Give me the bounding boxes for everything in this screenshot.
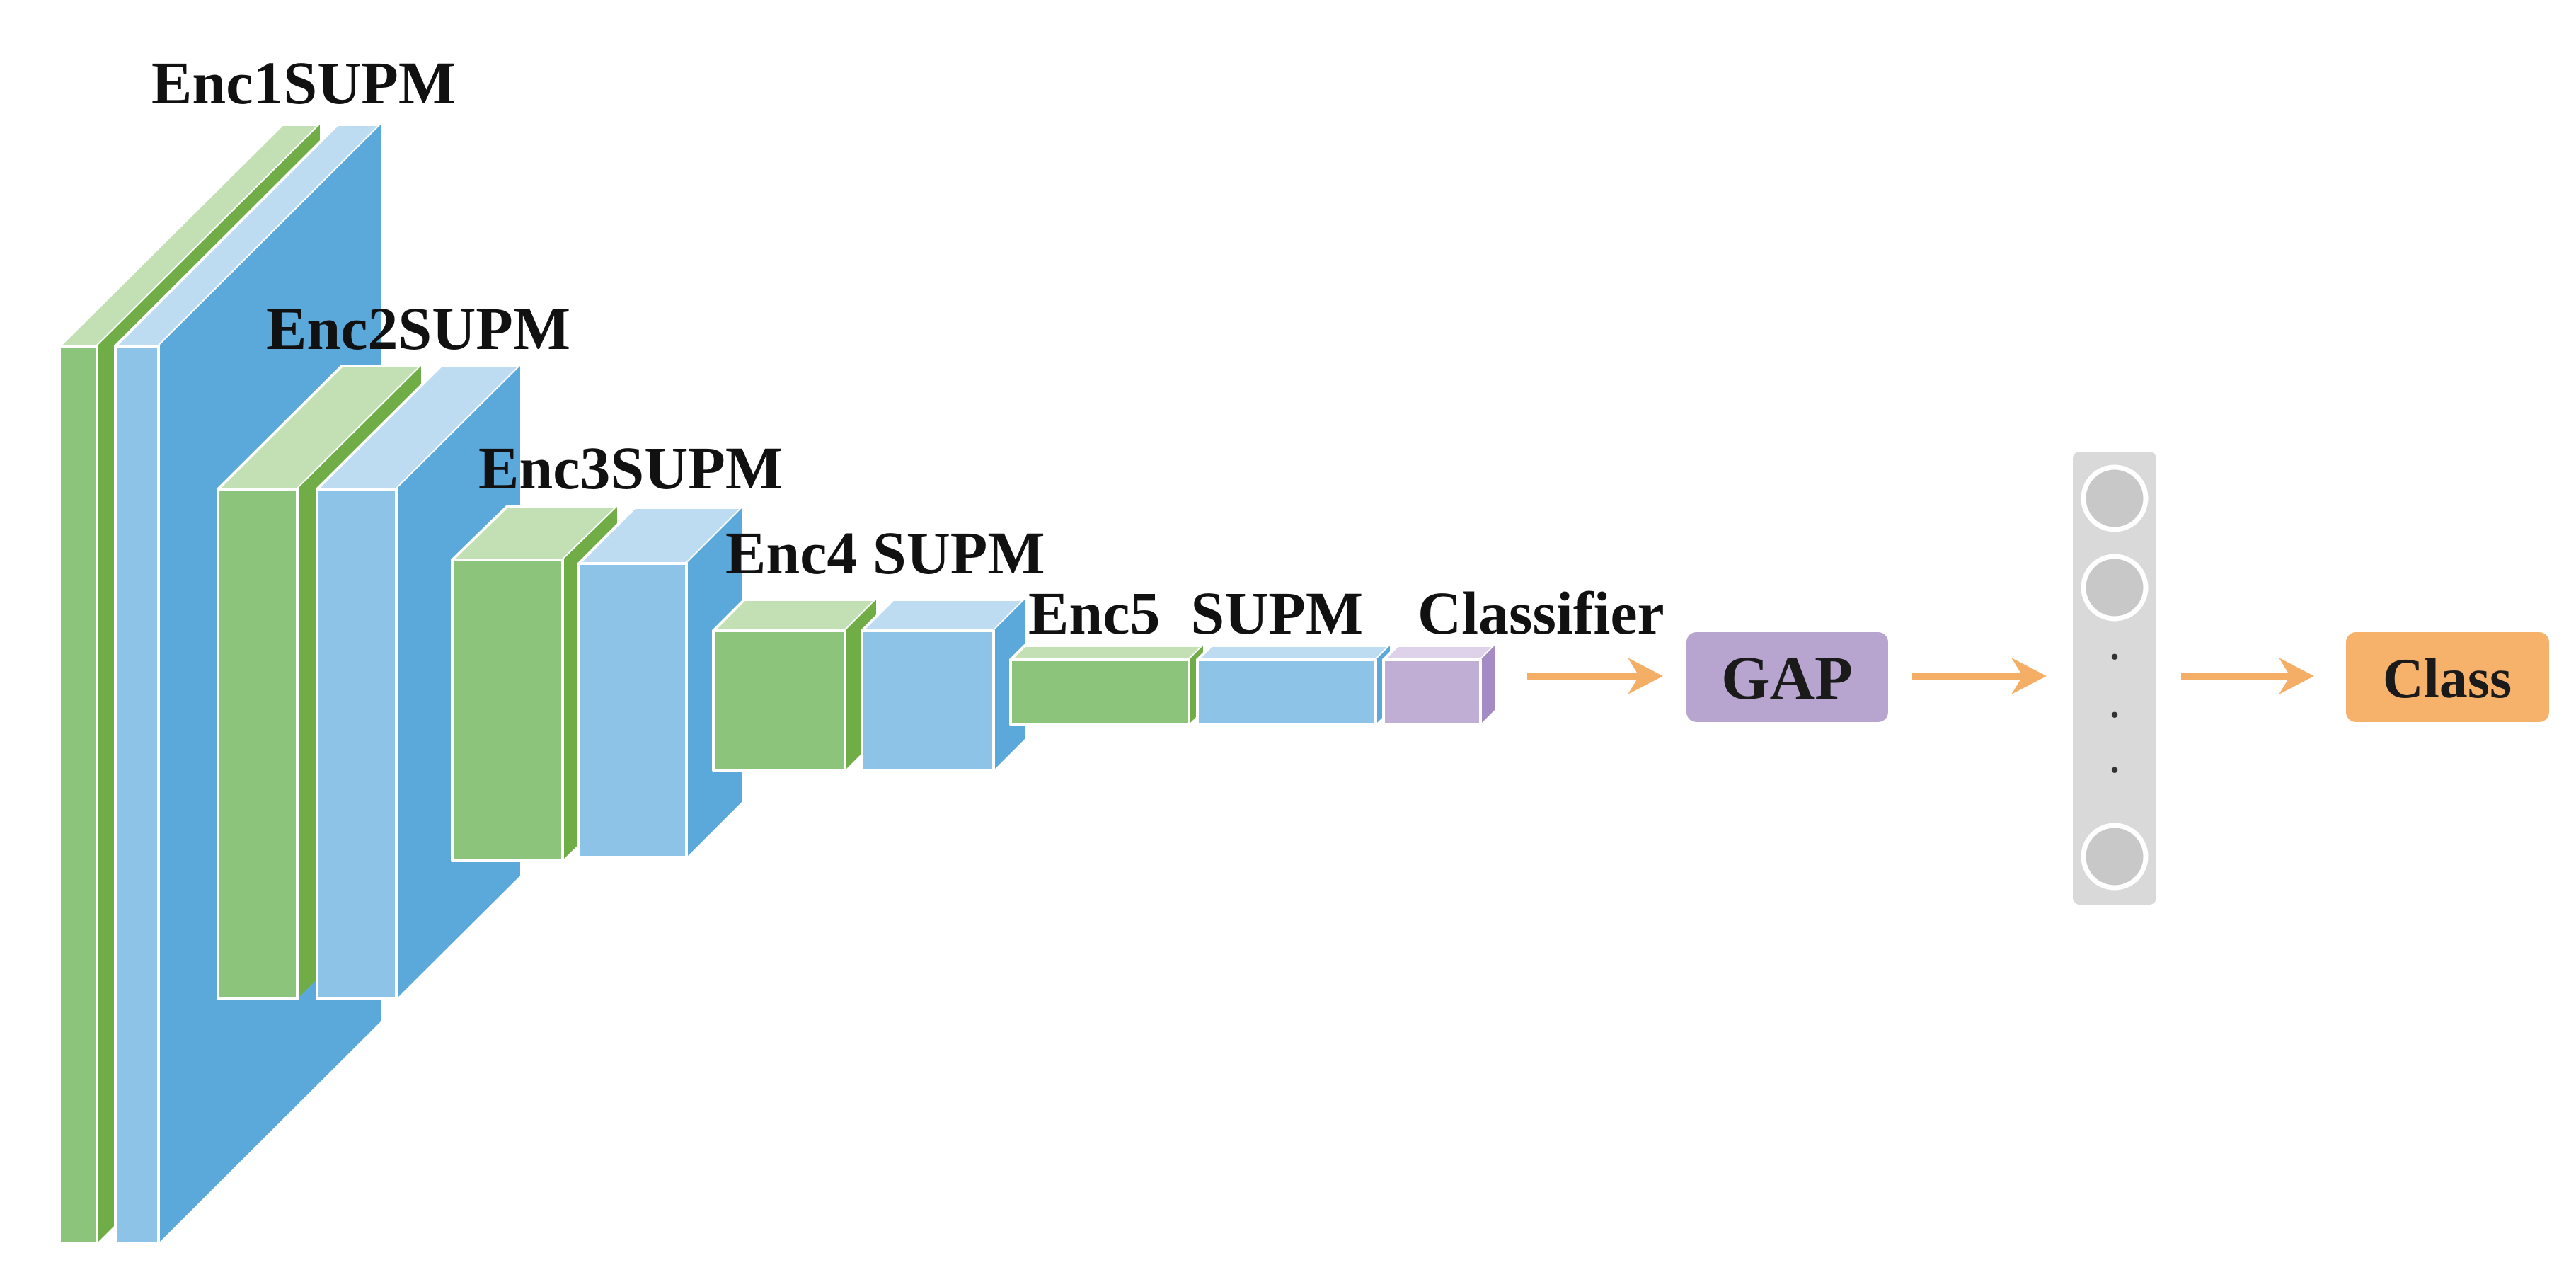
fc-dot: · [2108, 637, 2120, 677]
classifier-label: Classifier [1418, 579, 1664, 647]
enc3-green-front [451, 559, 564, 862]
arrow-to-gap-head [1628, 658, 1663, 694]
fc-layer: · · · [2073, 452, 2156, 905]
enc5-green-block [1009, 644, 1204, 726]
class-label: Class [2383, 648, 2512, 710]
enc5-blue-block [1196, 644, 1391, 726]
enc2-blue-front [316, 488, 398, 1000]
enc2-label: Enc2SUPM [266, 294, 570, 362]
enc4-green-block [712, 598, 878, 772]
enc3-label: Enc3SUPM [478, 434, 783, 502]
fc-node [2081, 823, 2149, 891]
enc1-blue-front [114, 345, 160, 1244]
fc-node [2081, 464, 2149, 532]
classifier-top [1382, 644, 1496, 661]
enc5-green-front [1009, 658, 1190, 726]
arrow-to-fc [1912, 658, 2047, 694]
enc4-green-front [712, 629, 846, 772]
gap-box: GAP [1686, 632, 1888, 722]
class-box: Class [2346, 632, 2549, 722]
classifier-side [1480, 646, 1495, 724]
enc1-green-front [58, 345, 98, 1244]
gap-label: GAP [1721, 644, 1853, 713]
classifier-block [1382, 644, 1496, 726]
arrow-to-class [2181, 658, 2314, 694]
enc4-blue-block [861, 598, 1026, 772]
fc-dot: · [2108, 695, 2120, 736]
enc4-blue-front [861, 629, 995, 772]
enc2-green-front [217, 488, 299, 1000]
gap-box-bg [1686, 632, 1888, 722]
class-box-bg [2346, 632, 2549, 722]
classifier-front [1382, 658, 1482, 726]
enc5-blue-front [1196, 658, 1377, 726]
enc5-label: Enc5 SUPM [1028, 579, 1363, 647]
arrow-to-fc-head [2011, 658, 2047, 694]
arrow-to-class-head [2279, 658, 2314, 694]
enc4-label: Enc4 SUPM [725, 519, 1045, 587]
fc-node [2081, 554, 2149, 622]
enc5-green-top [1009, 644, 1204, 661]
fc-dot: · [2108, 750, 2120, 791]
enc3-blue-front [577, 562, 688, 859]
arrow-to-gap [1527, 658, 1663, 694]
enc1-label: Enc1SUPM [151, 49, 456, 117]
enc5-blue-top [1196, 644, 1391, 661]
